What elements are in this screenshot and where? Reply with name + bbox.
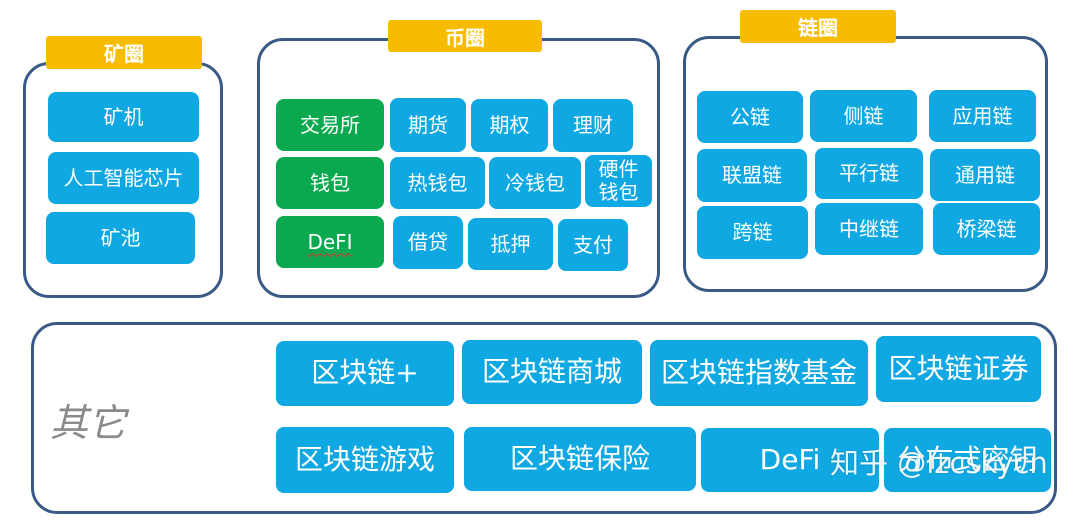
chain-item-app: 应用链 bbox=[929, 90, 1036, 142]
coin-item-hot-wallet: 热钱包 bbox=[390, 157, 485, 209]
chain-item-relay: 中继链 bbox=[815, 203, 923, 255]
coin-item-hardware-wallet: 硬件 钱包 bbox=[585, 155, 652, 207]
chain-header: 链圈 bbox=[740, 10, 896, 43]
coin-item-lending: 借贷 bbox=[393, 216, 463, 269]
other-item-blockchain-mall: 区块链商城 bbox=[462, 340, 642, 404]
other-item-blockchain-index-fund: 区块链指数基金 bbox=[650, 340, 868, 406]
coin-item-collateral: 抵押 bbox=[468, 218, 553, 270]
other-item-distributed-key: 分布式密钥 bbox=[884, 428, 1051, 492]
chain-item-parallel: 平行链 bbox=[815, 148, 923, 199]
other-label: 其它 bbox=[50, 401, 127, 445]
chain-item-cross: 跨链 bbox=[697, 206, 808, 259]
mining-header: 矿圈 bbox=[46, 36, 202, 69]
other-item-defi: DeFi bbox=[701, 428, 879, 492]
other-item-blockchain-insurance: 区块链保险 bbox=[464, 427, 696, 491]
chain-item-side: 侧链 bbox=[810, 90, 917, 142]
other-item-blockchain-game: 区块链游戏 bbox=[276, 427, 454, 493]
chain-item-bridge: 桥梁链 bbox=[933, 203, 1040, 255]
coin-item-wallet: 钱包 bbox=[276, 157, 384, 209]
coin-item-cold-wallet: 冷钱包 bbox=[489, 157, 581, 209]
chain-item-general: 通用链 bbox=[930, 149, 1040, 201]
coin-item-exchange: 交易所 bbox=[276, 99, 384, 151]
coin-item-defi: DeFI bbox=[276, 216, 384, 268]
coin-item-futures: 期货 bbox=[390, 98, 466, 152]
mining-item-miner: 矿机 bbox=[48, 92, 199, 142]
other-item-blockchain-plus: 区块链+ bbox=[276, 341, 454, 406]
coin-item-defi-label: DeFI bbox=[307, 229, 353, 254]
coin-item-wealth: 理财 bbox=[553, 99, 633, 152]
coin-item-payment: 支付 bbox=[558, 219, 628, 271]
watermark-text: 知乎 @lzcskycn bbox=[830, 446, 1048, 480]
chain-item-public: 公链 bbox=[697, 91, 803, 143]
chain-item-consortium: 联盟链 bbox=[697, 149, 807, 202]
coin-header: 币圈 bbox=[388, 20, 542, 52]
coin-item-options: 期权 bbox=[471, 99, 548, 152]
other-item-blockchain-securities: 区块链证券 bbox=[876, 336, 1041, 402]
mining-item-ai-chip: 人工智能芯片 bbox=[48, 152, 199, 204]
mining-item-pool: 矿池 bbox=[46, 212, 195, 264]
